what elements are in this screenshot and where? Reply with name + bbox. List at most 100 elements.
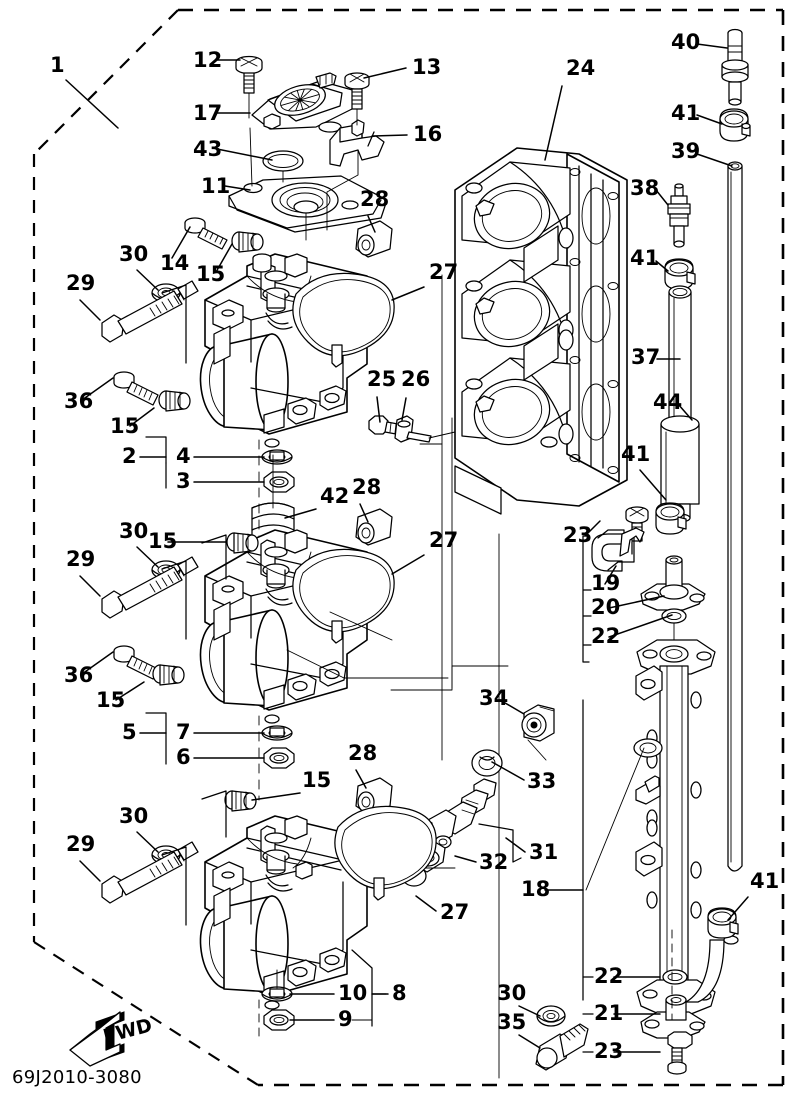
callout-number: 8 <box>392 981 407 1005</box>
callout-number: 20 <box>591 595 620 619</box>
callout-number: 36 <box>64 389 93 413</box>
callout-leader <box>608 595 665 609</box>
callout-leader <box>284 508 317 519</box>
callout-leader <box>359 503 369 523</box>
callout-9-nut: 9 <box>289 1007 353 1031</box>
callout-21-fuel-pipe-flange-lower: 21 <box>594 1001 661 1025</box>
callout-12-screw-sensor: 12 <box>193 48 241 72</box>
callout-16-hose-clamp-bracket: 16 <box>371 122 442 146</box>
callout-number: 22 <box>591 624 620 648</box>
callout-30-washer: 30 <box>119 519 159 568</box>
part-22-o-ring-upper <box>661 608 687 624</box>
callout-leader <box>391 554 425 575</box>
callout-30-washer: 30 <box>119 242 159 291</box>
callout-number: 36 <box>64 663 93 687</box>
callout-1-assembly-boundary: 1 <box>50 53 119 129</box>
callout-38-fuel-pressure-regulator-nipple: 38 <box>630 176 669 206</box>
callout-leader <box>604 565 617 585</box>
part-14-bolt-short <box>184 217 228 250</box>
callout-number: 41 <box>671 101 700 125</box>
callout-number: 41 <box>750 869 779 893</box>
part-9-nut <box>263 1009 295 1031</box>
callout-number: 16 <box>413 122 442 146</box>
callout-27-gasket-intake: 27 <box>391 260 458 301</box>
callout-leader <box>136 546 159 568</box>
part-15-spring-washer-a <box>231 231 264 253</box>
callout-15-spring-washer: 15 <box>251 768 331 801</box>
callout-41-clip-hose: 41 <box>727 869 779 921</box>
callout-27-gasket-intake: 27 <box>415 895 469 924</box>
callout-33-o-ring-injector: 33 <box>491 761 556 793</box>
callout-leader <box>727 896 749 921</box>
callout-37-vapor-separator-pipe: 37 <box>631 345 681 369</box>
part-15-spring-washer-c <box>152 664 185 686</box>
callout-30-washer: 30 <box>497 981 541 1017</box>
callout-leader <box>224 185 251 191</box>
callout-22-o-ring: 22 <box>594 964 661 988</box>
callout-leader <box>499 699 525 715</box>
callout-number: 31 <box>529 840 558 864</box>
callout-18-fuel-rail-assembly: 18 <box>521 877 584 901</box>
fwd-arrow-marker <box>69 1011 125 1067</box>
part-24-intake-manifold <box>454 147 628 515</box>
callout-number: 10 <box>338 981 367 1005</box>
callout-number: 28 <box>348 741 377 765</box>
callout-2-group-bracket-2: 2 <box>122 444 167 468</box>
callout-43-o-ring-sensor: 43 <box>193 137 273 161</box>
part-41-clip-hose-mid <box>664 258 696 290</box>
callout-number: 28 <box>352 475 381 499</box>
part-27-gasket-top <box>292 272 395 368</box>
callout-number: 42 <box>320 484 349 508</box>
callout-28-rubber-sleeve: 28 <box>348 741 377 789</box>
callout-number: 30 <box>119 519 148 543</box>
callout-34-grommet: 34 <box>479 686 525 715</box>
callout-number: 15 <box>110 414 139 438</box>
callout-leader <box>376 396 381 423</box>
callout-11-sensor-mount-plate: 11 <box>201 174 251 198</box>
part-41-clip-hose-bottom <box>707 907 739 939</box>
callout-leader <box>81 377 114 401</box>
callout-leader <box>544 85 563 161</box>
callout-number: 43 <box>193 137 222 161</box>
bracket-line <box>201 790 227 838</box>
callout-number: 4 <box>176 444 191 468</box>
callout-number: 35 <box>497 1010 526 1034</box>
callout-number: 18 <box>521 877 550 901</box>
callout-number: 11 <box>201 174 230 198</box>
callout-leader <box>655 189 669 206</box>
part-38-regulator-nipple <box>667 183 691 248</box>
bracket-line <box>145 712 167 765</box>
callout-leader <box>65 79 119 129</box>
callout-number: 15 <box>148 529 177 553</box>
part-15-spring-washer-d <box>226 532 259 554</box>
callout-number: 33 <box>527 769 556 793</box>
callout-35-bolt-tapered: 35 <box>497 1010 541 1049</box>
part-16-hose-clamp-bracket <box>329 119 385 167</box>
callout-number: 22 <box>594 964 623 988</box>
callout-10-washer-seat: 10 <box>289 981 367 1005</box>
callout-8-group-bracket-8: 8 <box>371 981 407 1005</box>
part-7-washer-seat <box>261 725 293 741</box>
callout-42-spring-throttle: 42 <box>284 484 349 519</box>
part-33-o-ring-injector <box>471 749 503 777</box>
part-18-fuel-rail <box>633 639 716 1015</box>
callout-4-washer-seat: 4 <box>176 444 265 468</box>
callout-number: 44 <box>653 390 682 414</box>
part-43-o-ring-sensor <box>262 150 304 172</box>
part-6-nut <box>263 747 295 769</box>
part-22-o-ring-lower <box>662 969 688 985</box>
callout-31-fuel-injector-assembly: 31 <box>505 837 558 864</box>
callout-leader <box>367 215 376 233</box>
leader-18 <box>585 747 645 891</box>
callout-leader <box>216 148 273 161</box>
part-15-spring-washer-e <box>224 790 257 812</box>
callout-leader <box>491 761 525 781</box>
callout-28-rubber-sleeve: 28 <box>352 475 381 523</box>
callout-number: 27 <box>429 260 458 284</box>
throttle-body-bottom <box>199 815 368 1010</box>
callout-26-clamp-plate: 26 <box>401 367 430 421</box>
leader-manifold-connect3 <box>329 611 393 641</box>
callout-41-clip-hose: 41 <box>630 246 669 272</box>
alignment-line <box>527 739 547 761</box>
